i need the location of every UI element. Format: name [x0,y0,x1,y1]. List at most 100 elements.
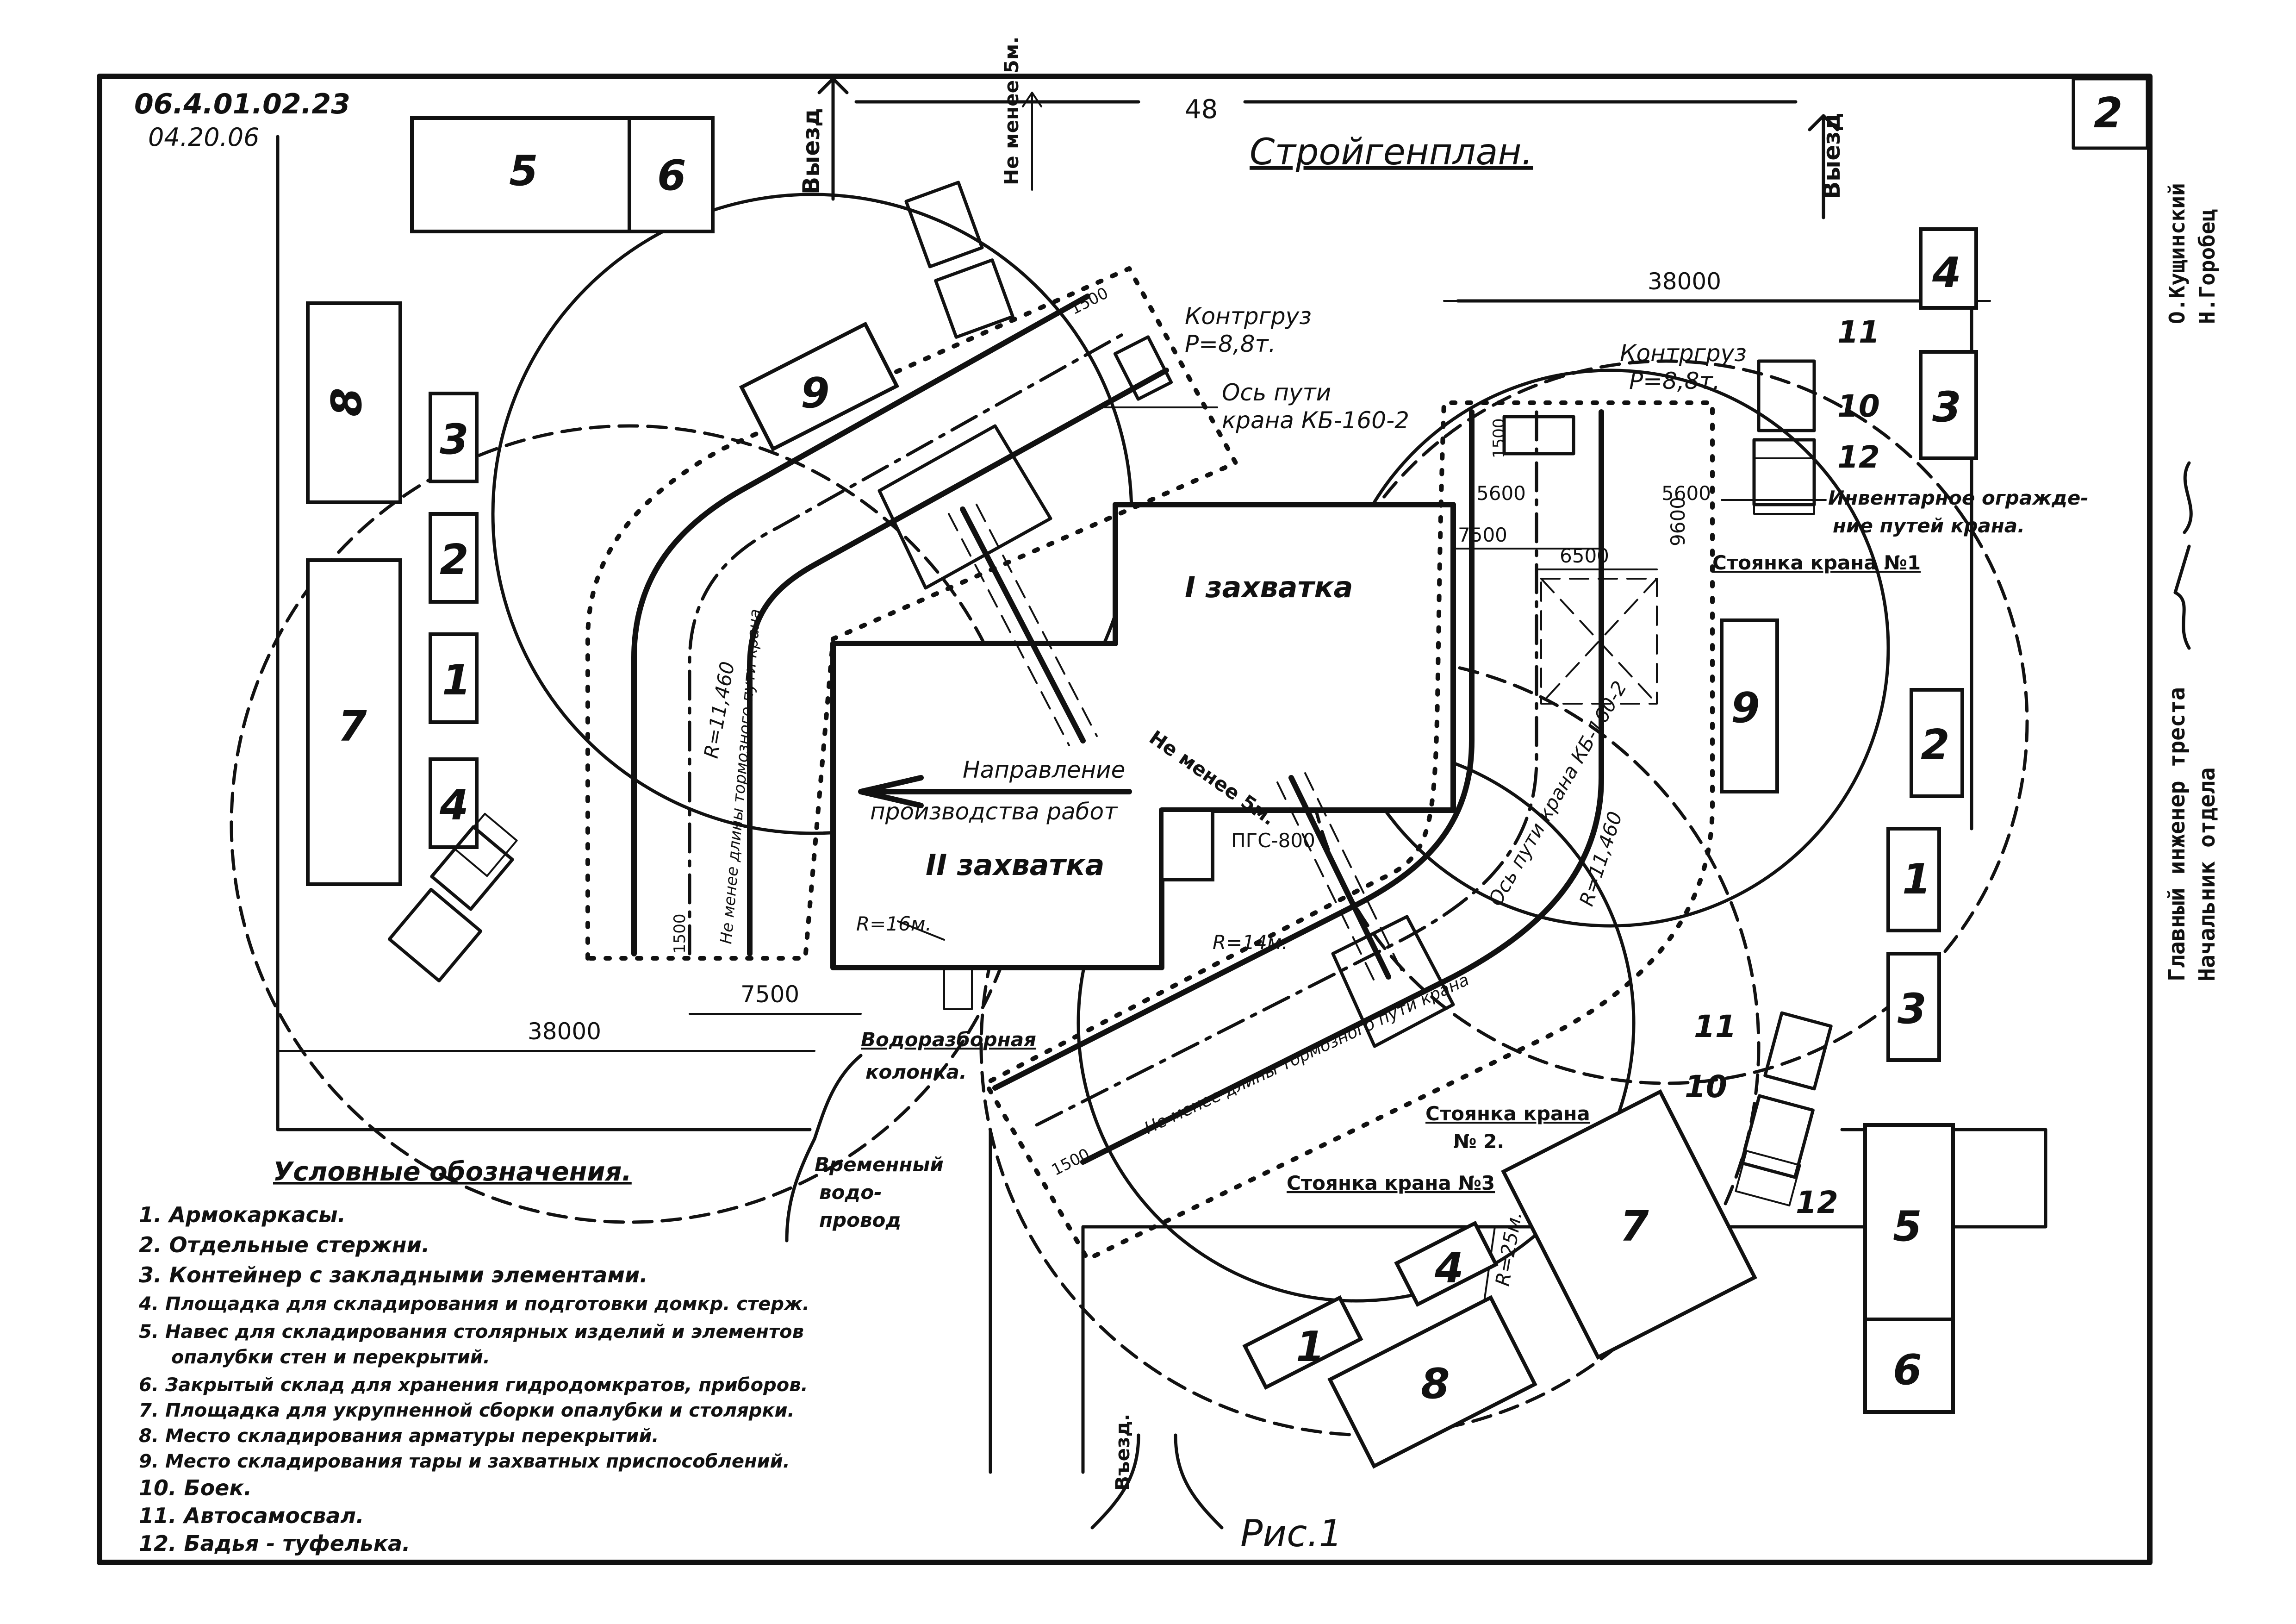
temp-water-1: Временный [815,1153,944,1176]
figure-caption: Рис.1 [1240,1512,1343,1555]
legend-item-4: 4. Площадка для складирования и подготов… [138,1293,809,1315]
legend-item-3: 3. Контейнер с закладными элементами. [139,1262,648,1287]
dim-1500-c: 1500 [671,913,689,954]
left-crane-track-inner [747,368,1169,956]
counterweight-2-box [1502,415,1575,456]
signature-line-2: Начальник отдела [2194,768,2220,981]
object-5-top [410,116,631,233]
crane-2-stand-area [1540,578,1658,705]
legend-item-10: 10. Боек. [139,1475,252,1500]
object-2-right-num: 2 [1921,721,1950,769]
truck-top [904,181,1014,339]
crane-1-base [877,424,1052,590]
object-1-left [429,632,479,724]
crane-axis-right: Ось пути крана КБ-160-2 [1484,677,1631,910]
signature-name-1: О.Кущинский [2165,183,2190,324]
object-3-left [429,392,479,483]
object-7-right-num: 7 [1620,1202,1649,1251]
left-crane-track-outer [631,294,1090,956]
crane-axis-kb2-b: крана КБ-160-2 [1222,407,1409,434]
object-3-right-num: 3 [1932,383,1961,431]
object-5-top-num: 5 [509,147,538,195]
plan-title: Стройгенплан. [1250,131,1533,173]
object-12-bottom-num: 12 [1796,1185,1838,1220]
zone-2-label: II захватка [926,848,1105,882]
legend-item-11: 11. Автосамосвал. [139,1503,364,1528]
temp-water-2: водо- [819,1181,882,1204]
crane-3-boom [1288,775,1391,980]
water-column-label-1: Водоразборная [861,1028,1036,1051]
crane-1-boom-lattice [948,504,1098,746]
pgs-800-box [1160,808,1214,881]
crane-1-boom [960,506,1086,743]
dim-7500-right: 7500 [1458,524,1507,546]
brake-right-label: Не менее длины тормозного пути крана [1141,970,1472,1138]
building-outline [830,502,1456,970]
legend-item-5: 5. Навес для складирования столярных изд… [139,1321,804,1343]
exit-right-arrow [1808,114,1839,219]
object-11-bottom-num: 11 [1694,1009,1736,1044]
crane-axis-kb2-a: Ось пути [1222,379,1331,406]
object-2-left-num: 2 [440,536,469,584]
counterweight-2-p: P=8,8т. [1629,368,1720,394]
object-5-right [1863,1123,1955,1321]
object-2-right [1910,688,1964,798]
right-inventory-fence [983,400,1715,1262]
legend-item-12: 12. Бадья - туфелька. [139,1531,411,1556]
crane-stand-3-label: Стоянка крана №3 [1287,1172,1495,1194]
legend-item-7: 7. Площадка для укрупненной сборки опалу… [139,1400,795,1421]
brake-left-label: Не менее длины тормозного пути крана [717,608,765,945]
legend-item-6: 6. Закрытый склад для хранения гидродомк… [139,1374,808,1396]
object-10-top-num: 10 [1837,388,1880,424]
exit-left-arrow [817,77,849,201]
crane-stand-1-label: Стоянка крана №1 [1712,551,1921,574]
object-9-top [739,321,900,452]
object-4-right [1919,227,1978,310]
object-6-right [1863,1318,1955,1414]
object-7-left [306,558,402,886]
page-number: 48 [1185,94,1218,125]
crane-3-boom-lattice [1276,772,1403,982]
object-3-right [1919,350,1978,460]
object-12-top-num: 12 [1837,439,1880,475]
object-7-right [1501,1089,1757,1360]
object-8-bottom-num: 8 [1421,1360,1450,1408]
object-1-bottom-num: 1 [1296,1323,1325,1371]
handwritten-signature [2173,461,2193,650]
object-9-right-num: 9 [1731,684,1760,732]
dim-5600-a: 5600 [1476,482,1526,505]
crane-stand-2b-label: № 2. [1453,1130,1504,1153]
counterweight-2-label: Контргруз [1620,340,1747,367]
inventory-fence-label-2: ние путей крана. [1833,514,2025,537]
object-3-right-low [1886,952,1941,1062]
leader-radius-16 [897,920,945,941]
dim-5600-b: 5600 [1661,482,1711,505]
direction-arrow [858,775,1132,808]
signature-line-1: Главный инженер треста [2164,687,2190,981]
dim-9600: 9600 [1667,497,1689,546]
object-11-top-num: 11 [1837,314,1880,350]
crane-stand-2-label: Стоянка крана [1425,1102,1590,1125]
radius-16: R=16м. [856,912,932,935]
legend-item-2: 2. Отдельные стержни. [139,1232,429,1257]
truck-left [387,812,518,983]
truck-right-bottom [1735,1011,1833,1206]
left-inventory-fence [585,266,1238,961]
signature-name-2: Н.Горобец [2195,209,2220,324]
object-1-bottom [1242,1295,1363,1390]
legend-item-8: 8. Место складирования арматуры перекрыт… [139,1425,659,1447]
object-4-left-num: 4 [439,781,469,830]
crane-3-base [1331,915,1455,1048]
sheet-number-box [2072,77,2149,150]
right-crane-track-inner [1080,409,1604,1165]
object-10-bottom-num: 10 [1685,1069,1727,1105]
object-8-left-num: 8 [323,387,371,417]
object-6-right-num: 6 [1893,1346,1922,1394]
temp-water-3: провод [819,1209,901,1231]
not-less-5m-top: Не менее 5м. [1000,37,1023,185]
legend-item-5b: опалубки стен и перекрытий. [171,1347,490,1368]
object-1-right-num: 1 [1902,855,1931,904]
doc-code: 06.4.01.02.23 [134,88,350,120]
not-less-arrow-top [1022,92,1042,191]
doc-date: 04.20.06 [148,123,259,152]
